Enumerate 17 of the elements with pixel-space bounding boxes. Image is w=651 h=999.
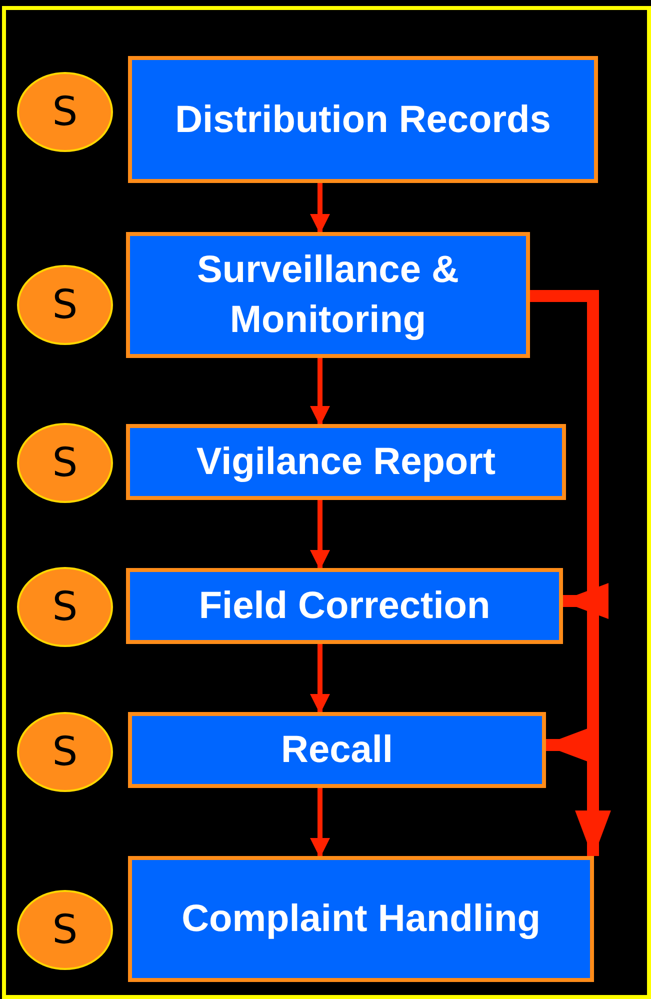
process-box: Surveillance & Monitoring (126, 232, 530, 358)
process-box: Recall (128, 712, 546, 788)
step-circle: S (17, 712, 113, 792)
step-circle: S (17, 567, 113, 647)
arrow (310, 183, 330, 234)
step-circle: S (17, 890, 113, 970)
process-box: Field Correction (126, 568, 563, 644)
step-circle: S (17, 265, 113, 345)
arrow (310, 500, 330, 570)
arrow (310, 358, 330, 426)
step-circle: S (17, 423, 113, 503)
arrow (310, 788, 330, 858)
step-circle: S (17, 72, 113, 152)
arrow (310, 644, 330, 714)
process-box: Vigilance Report (126, 424, 566, 500)
process-box: Complaint Handling (128, 856, 594, 982)
process-box: Distribution Records (128, 56, 598, 183)
